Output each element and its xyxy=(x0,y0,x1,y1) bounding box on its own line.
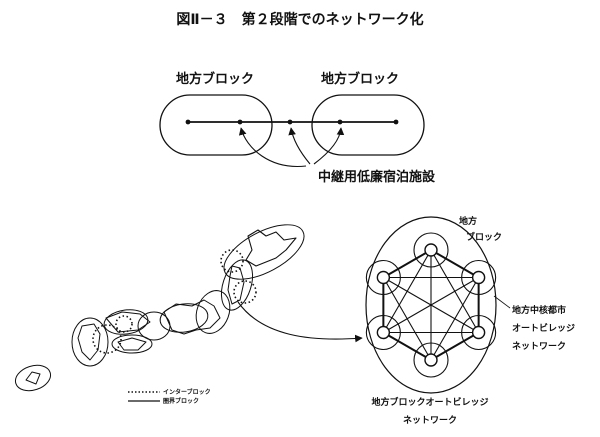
network-diagram: 地方 ブロック 地方中核都市 オートビレッジ ネットワーク 地方ブロックオートビ… xyxy=(365,215,575,426)
block-ellipse-kyushu xyxy=(71,317,109,367)
block-ellipse-shikoku xyxy=(111,334,153,354)
network-caption-2: ネットワーク xyxy=(403,415,457,426)
regional-block-boundary xyxy=(365,216,497,394)
city-block-circle xyxy=(365,314,401,351)
block-ellipse-chubu xyxy=(159,303,209,333)
honshu-central-outline xyxy=(163,299,221,335)
japan-map: インターブロック 圏界ブロック xyxy=(14,224,363,405)
network-label-region-2: ブロック xyxy=(466,231,502,243)
network-label-city-2: オートビレッジ xyxy=(512,322,575,334)
network-link xyxy=(383,277,479,333)
network-caption-1: 地方ブロックオートビレッジ xyxy=(371,396,488,408)
inter-block-circle xyxy=(233,280,257,304)
city-node xyxy=(376,325,391,340)
city-block-circle xyxy=(413,232,449,268)
shikoku-outline xyxy=(117,337,147,351)
figure-title: 図Ⅱ－３ 第２段階でのネットワーク化 xyxy=(176,11,423,28)
regional-block-left xyxy=(159,94,273,156)
okinawa-outline xyxy=(25,371,41,385)
network-link xyxy=(382,249,432,279)
inter-block-circle xyxy=(220,249,244,273)
city-label-leader xyxy=(493,295,511,309)
facility-label: 中継用低廉宿泊施設 xyxy=(318,169,436,185)
block-node xyxy=(185,119,191,125)
city-block-circle xyxy=(461,314,497,351)
hokkaido-outline xyxy=(245,229,297,267)
network-link xyxy=(430,331,480,361)
block-ellipse-okinawa xyxy=(14,364,52,392)
block-node xyxy=(393,119,399,125)
block-ellipse-kinki xyxy=(137,311,171,341)
block-label-right: 地方ブロック xyxy=(321,71,399,87)
city-node xyxy=(471,270,486,285)
network-link xyxy=(430,249,480,279)
relay-node xyxy=(337,119,343,125)
block-ellipse-kanto xyxy=(195,290,231,334)
map-to-network-arrow xyxy=(237,301,363,343)
city-block-circle xyxy=(413,342,449,378)
block-ellipse-tohoku xyxy=(220,259,254,311)
network-link xyxy=(382,331,432,361)
legend-solid-label: 圏界ブロック xyxy=(163,397,199,405)
network-label-city-3: ネットワーク xyxy=(512,341,566,352)
network-label-city-1: 地方中核都市 xyxy=(512,304,566,316)
inter-block-circle xyxy=(92,324,122,354)
block-ellipse-hokkaido xyxy=(223,224,305,280)
relay-node xyxy=(237,119,243,125)
chugoku-outline xyxy=(105,311,151,333)
inter-block-circle xyxy=(115,315,133,333)
regional-block-right xyxy=(311,94,425,156)
relay-arrow xyxy=(313,127,345,165)
relay-node xyxy=(287,119,293,125)
block-ellipse-chugoku xyxy=(103,309,149,335)
city-node xyxy=(424,243,438,257)
city-block-circle xyxy=(461,259,497,296)
city-node xyxy=(376,270,391,285)
upper-block-diagram: 地方ブロック 地方ブロック 中継用低廉宿泊施設 xyxy=(159,71,436,185)
relay-arrow xyxy=(288,127,311,165)
network-label-region-1: 地方 xyxy=(459,215,477,227)
tohoku-outline xyxy=(227,265,245,305)
city-block-circle xyxy=(365,259,401,296)
block-label-left: 地方ブロック xyxy=(176,71,254,87)
city-node xyxy=(424,353,438,367)
kyushu-outline xyxy=(77,323,101,361)
legend-dotted-label: インターブロック xyxy=(163,388,211,396)
city-node xyxy=(471,325,486,340)
relay-arrow xyxy=(238,127,307,167)
network-link xyxy=(382,277,432,361)
